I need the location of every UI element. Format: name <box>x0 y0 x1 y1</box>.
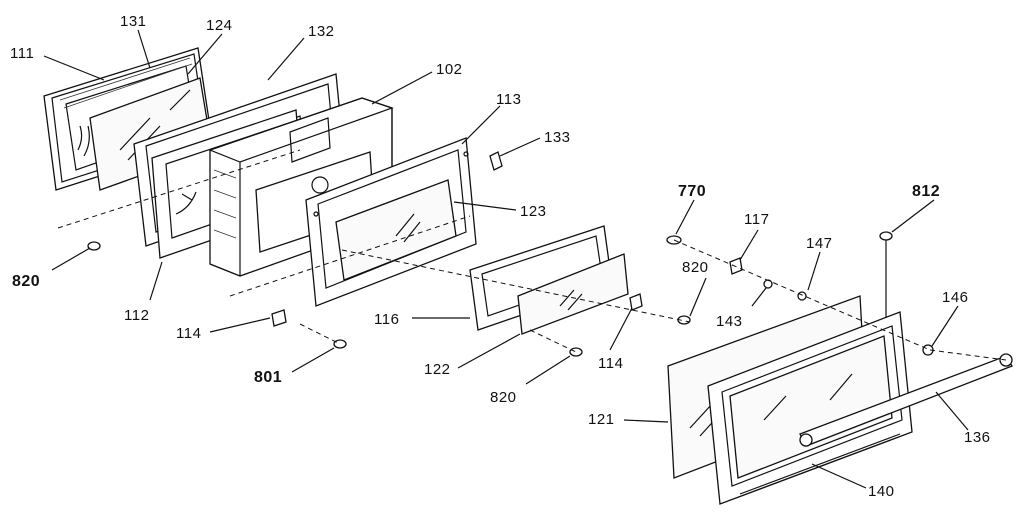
label-111: 111 <box>10 45 34 62</box>
label-114-right: 114 <box>598 355 623 372</box>
label-133: 133 <box>544 129 571 146</box>
label-124: 124 <box>206 17 233 34</box>
label-820-left: 820 <box>12 273 40 290</box>
alignment-lines <box>57 149 1007 361</box>
leader-lines <box>43 29 969 489</box>
part-122-glass <box>517 253 629 335</box>
part-113-inner-door <box>305 137 477 307</box>
label-770: 770 <box>678 183 706 200</box>
label-123: 123 <box>520 203 547 220</box>
label-121: 121 <box>588 411 615 428</box>
label-140: 140 <box>868 483 895 500</box>
label-116: 116 <box>374 311 399 328</box>
part-140-outer-frame <box>707 311 913 505</box>
label-117: 117 <box>744 211 769 228</box>
label-136: 136 <box>964 429 991 446</box>
label-114-left: 114 <box>176 325 201 342</box>
label-132: 132 <box>308 23 335 40</box>
hardware-screws <box>87 231 934 357</box>
part-133-clip <box>489 151 503 171</box>
label-801: 801 <box>254 369 282 386</box>
part-136-handle <box>799 353 1013 447</box>
label-146: 146 <box>942 289 969 306</box>
label-113: 113 <box>496 91 521 108</box>
label-122: 122 <box>424 361 451 378</box>
label-812: 812 <box>912 183 940 200</box>
label-820-center: 820 <box>490 389 517 406</box>
part-labels: 111 131 124 132 102 113 133 123 770 117 … <box>10 13 991 500</box>
label-102: 102 <box>436 61 463 78</box>
label-131: 131 <box>120 13 147 30</box>
label-112: 112 <box>124 307 149 324</box>
label-820-right: 820 <box>682 259 709 276</box>
label-143: 143 <box>716 313 743 330</box>
label-147: 147 <box>806 235 833 252</box>
